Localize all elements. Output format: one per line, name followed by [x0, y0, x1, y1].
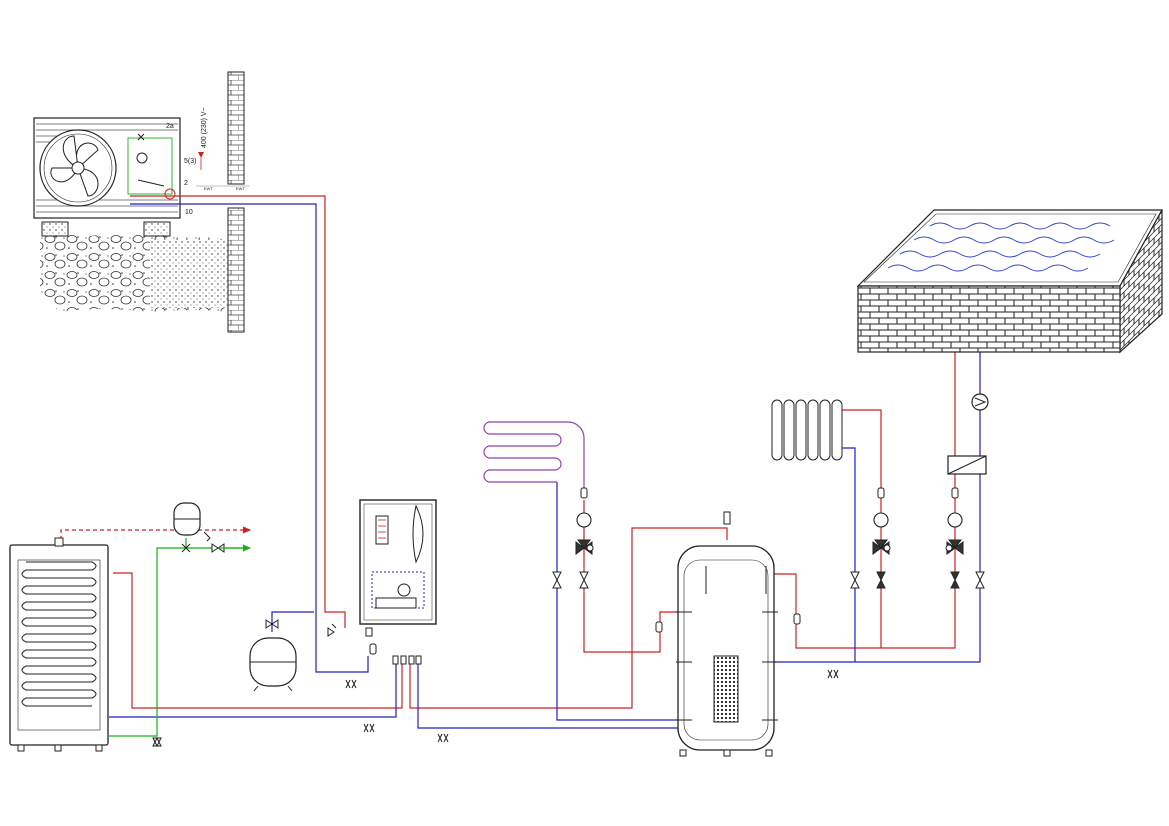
pump-icon: [397, 583, 411, 597]
terminal-labels: 5(3) 2 10: [184, 158, 196, 216]
ground-gravel: [40, 233, 228, 312]
unit-label-2a: 2a: [166, 123, 174, 130]
swimming-pool: [856, 209, 1164, 354]
building-wall: EWT EWT: [196, 71, 250, 333]
indoor-unit: [359, 499, 437, 665]
power-arrow-icon: [198, 152, 204, 158]
power-supply-label: 400 (230) V~: [201, 107, 208, 148]
safety-valve-small: [327, 623, 337, 637]
radiator-icon: [771, 399, 843, 461]
wall-mark-1: EWT: [204, 186, 213, 191]
terminal-label-2: 2: [184, 180, 188, 187]
terminal-label-3: 10: [185, 209, 193, 216]
buffer-tank: [676, 511, 778, 757]
terminal-label-1: 5(3): [184, 158, 196, 165]
fan-icon: [39, 129, 117, 207]
pipe-network: [60, 195, 981, 737]
water-waves: [887, 222, 1115, 272]
wall-mark-2: EWT: [236, 186, 245, 191]
floor-heating-loop: [483, 421, 585, 490]
pool-pump: [971, 393, 989, 411]
dhw-storage-tank: [9, 537, 109, 752]
valve-icon: [152, 571, 985, 748]
thermometers: [369, 487, 959, 655]
unit-feet: [41, 221, 171, 237]
connection-valves: [365, 627, 422, 665]
mixing-valve-icon: [575, 539, 964, 555]
expansion-vessel-icon: [173, 502, 201, 536]
expansion-vessel-large: [249, 619, 297, 692]
circuit-pumps: [576, 512, 963, 528]
heat-exchanger-icon: [713, 655, 739, 723]
pool-heat-exchanger: [947, 455, 987, 475]
heat-pump-outdoor-unit: 2a: [33, 117, 181, 219]
